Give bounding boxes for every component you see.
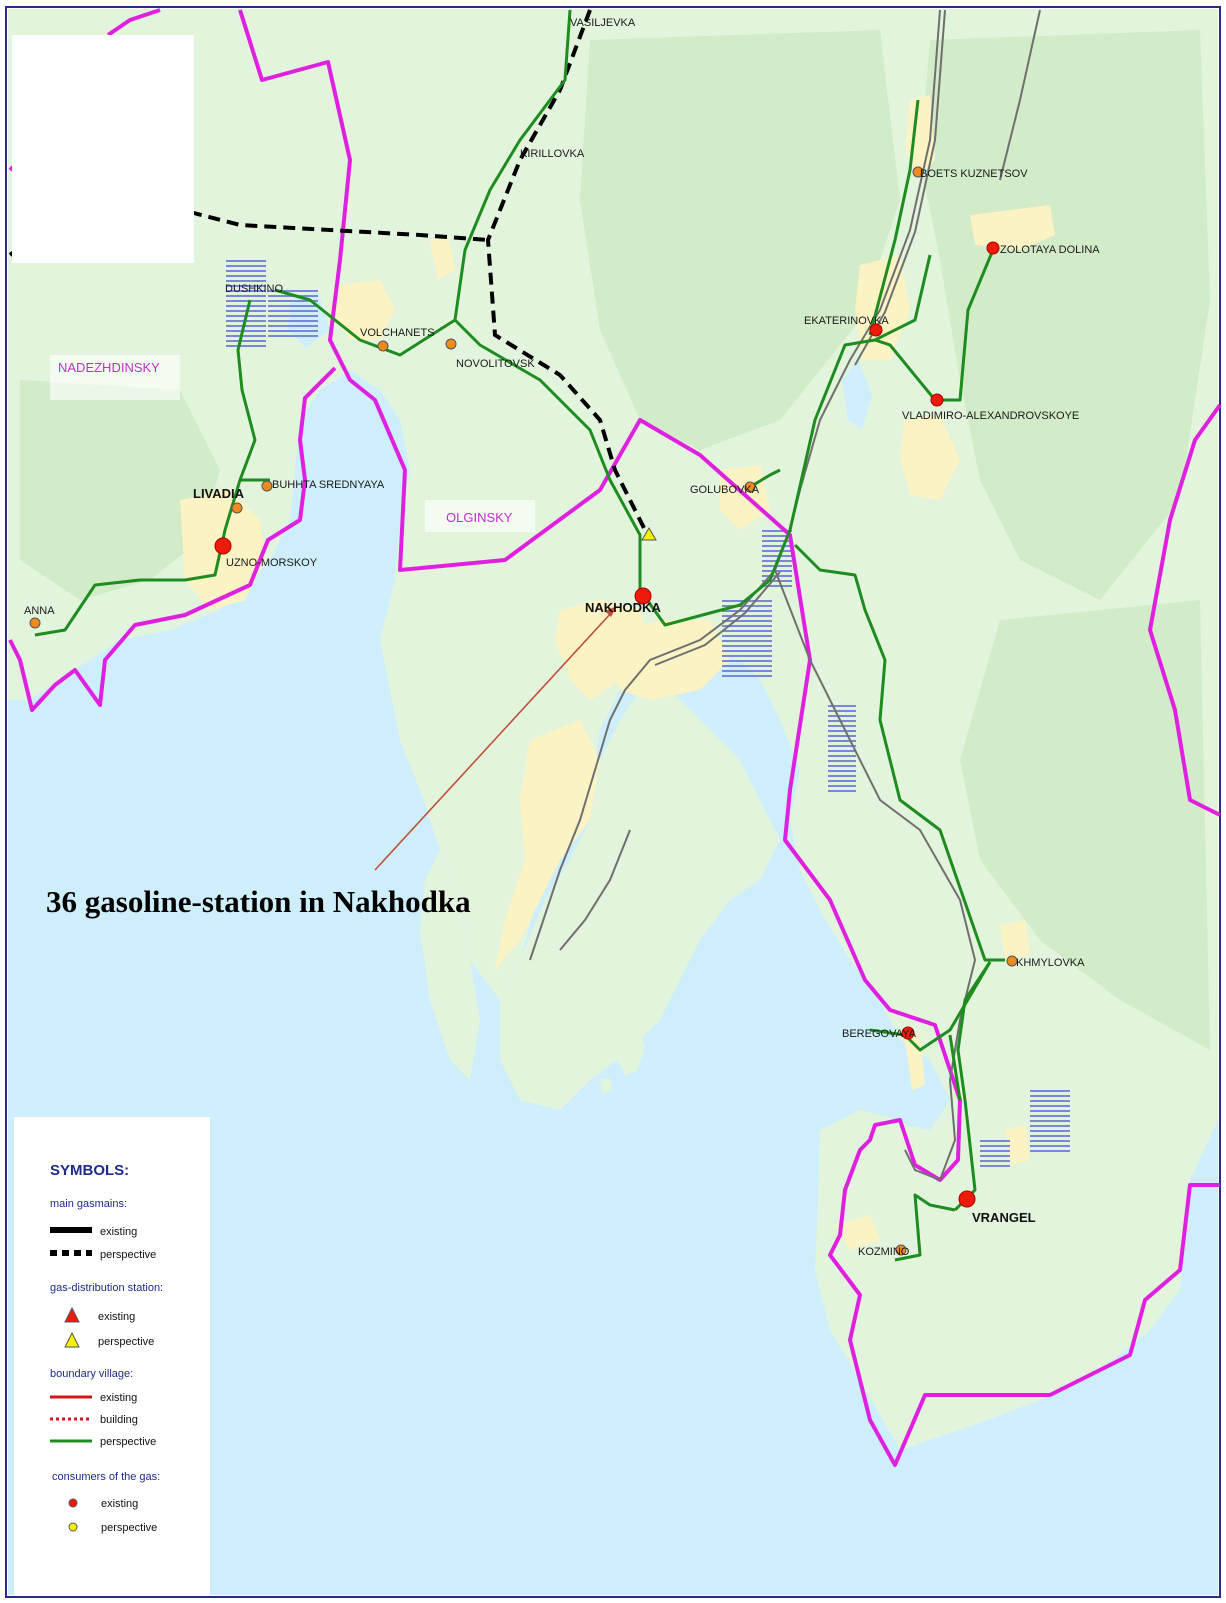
island-dot (600, 1078, 612, 1094)
place-label-vladimiro-alexandrovskoye: VLADIMIRO-ALEXANDROVSKOYE (902, 410, 1079, 422)
marker-beregovaya (901, 1026, 915, 1040)
legend-box (14, 1117, 210, 1595)
forest-patch-center (580, 30, 900, 450)
place-label-vrangel: VRANGEL (972, 1210, 1036, 1225)
marker-uzno-morskoy (214, 537, 232, 555)
place-label-khmylovka: KHMYLOVKA (1016, 957, 1085, 969)
place-label-uzno-morskoy: UZNO-MORSKOY (226, 557, 318, 569)
legend-symbol-triangle-red (64, 1306, 80, 1323)
place-label-zolotaya-dolina: ZOLOTAYA DOLINA (1000, 244, 1100, 256)
marker-anna (29, 617, 41, 629)
forest-patch-east (960, 600, 1210, 1050)
place-label-kozmino: KOZMINO (858, 1246, 910, 1258)
southern-peninsula (500, 680, 780, 1110)
marker-livadia (231, 502, 243, 514)
gas-pipelines-perspective (34, 9, 1005, 1262)
legend-heading-gasmains: main gasmains: (50, 1198, 127, 1210)
legend-symbol-dot-yellow (68, 1522, 78, 1532)
gas-markers (29, 166, 1018, 1256)
annotation-text: 36 gasoline-station in Nakhodka (46, 884, 471, 919)
place-label-beregovaya: BEREGOVAYA (842, 1028, 917, 1040)
place-label-dushkino: DUSHKINO (225, 283, 284, 295)
gds-perspective-triangle (641, 527, 657, 541)
legend-item-consumers-perspective: perspective (101, 1522, 157, 1534)
place-label-volchanets: VOLCHANETS (360, 327, 435, 339)
annotation-arrow (374, 606, 617, 871)
marker-buhhta-srednyaya (261, 480, 273, 492)
blank-overlay-box (12, 35, 194, 263)
marker-novolitovsk (445, 338, 457, 350)
legend-item-boundary-existing: existing (100, 1392, 137, 1404)
marker-boets-kuznetsov (912, 166, 924, 178)
marker-kozmino (895, 1244, 907, 1256)
place-labels: VASILJEVKA KIRILLOVKA BOETS KUZNETSOV ZO… (24, 17, 1100, 1258)
marker-volchanets (377, 340, 389, 352)
legend: SYMBOLS: main gasmains: existing perspec… (14, 1117, 210, 1595)
marker-golubovka (744, 481, 756, 493)
marker-vrangel (958, 1190, 976, 1208)
place-label-kirillovka: KIRILLOVKA (520, 148, 585, 160)
marker-ekaterinovka (869, 323, 883, 337)
place-label-novolitovsk: NOVOLITOVSK (456, 358, 535, 370)
legend-heading-consumers: consumers of the gas: (52, 1471, 160, 1483)
legend-item-boundary-perspective: perspective (100, 1436, 156, 1448)
legend-symbol-triangle-yellow (64, 1331, 80, 1348)
forest-patch-west (20, 380, 220, 600)
place-label-anna: ANNA (24, 605, 55, 617)
place-label-ekaterinovka: EKATERINOVKA (804, 315, 889, 327)
peninsula-west-finger (420, 850, 480, 1080)
island-small (615, 1025, 645, 1075)
marker-vladimiro-alexandrovskoye (930, 393, 944, 407)
marker-zolotaya-dolina (986, 241, 1000, 255)
forest-patch-ne (920, 30, 1210, 600)
district-label-olginsky: OLGINSKY (446, 510, 513, 525)
legend-item-consumers-existing: existing (101, 1498, 138, 1510)
mainland-north (8, 9, 1218, 1450)
legend-item-boundary-building: building (100, 1414, 138, 1426)
marker-nakhodka (634, 587, 652, 605)
map-border (5, 6, 1221, 1598)
legend-item-gasmains-existing: existing (100, 1226, 137, 1238)
legend-symbol-dot-red (68, 1498, 78, 1508)
legend-heading-boundary: boundary village: (50, 1368, 133, 1380)
marker-khmylovka (1006, 955, 1018, 967)
lake-east (842, 360, 872, 430)
legend-item-gds-existing: existing (98, 1311, 135, 1323)
legend-item-gasmains-perspective: perspective (100, 1249, 156, 1261)
place-label-golubovka: GOLUBOVKA (690, 484, 760, 496)
district-labels: NADEZHDINSKY OLGINSKY (50, 355, 535, 532)
place-label-boets-kuznetsov: BOETS KUZNETSOV (920, 168, 1028, 180)
legend-heading-gds: gas-distribution station: (50, 1282, 163, 1294)
place-label-buhhta-srednyaya: BUHHTA SREDNYAYA (272, 479, 385, 491)
place-label-livadia: LIVADIA (193, 486, 245, 501)
legend-title: SYMBOLS: (50, 1162, 129, 1179)
place-label-vasiljevka: VASILJEVKA (570, 17, 636, 29)
south-cape (815, 1110, 1190, 1450)
place-label-nakhodka: NAKHODKA (585, 600, 661, 615)
road-network (529, 9, 1041, 1182)
district-label-nadezhdinsky: NADEZHDINSKY (58, 360, 160, 375)
legend-item-gds-perspective: perspective (98, 1336, 154, 1348)
